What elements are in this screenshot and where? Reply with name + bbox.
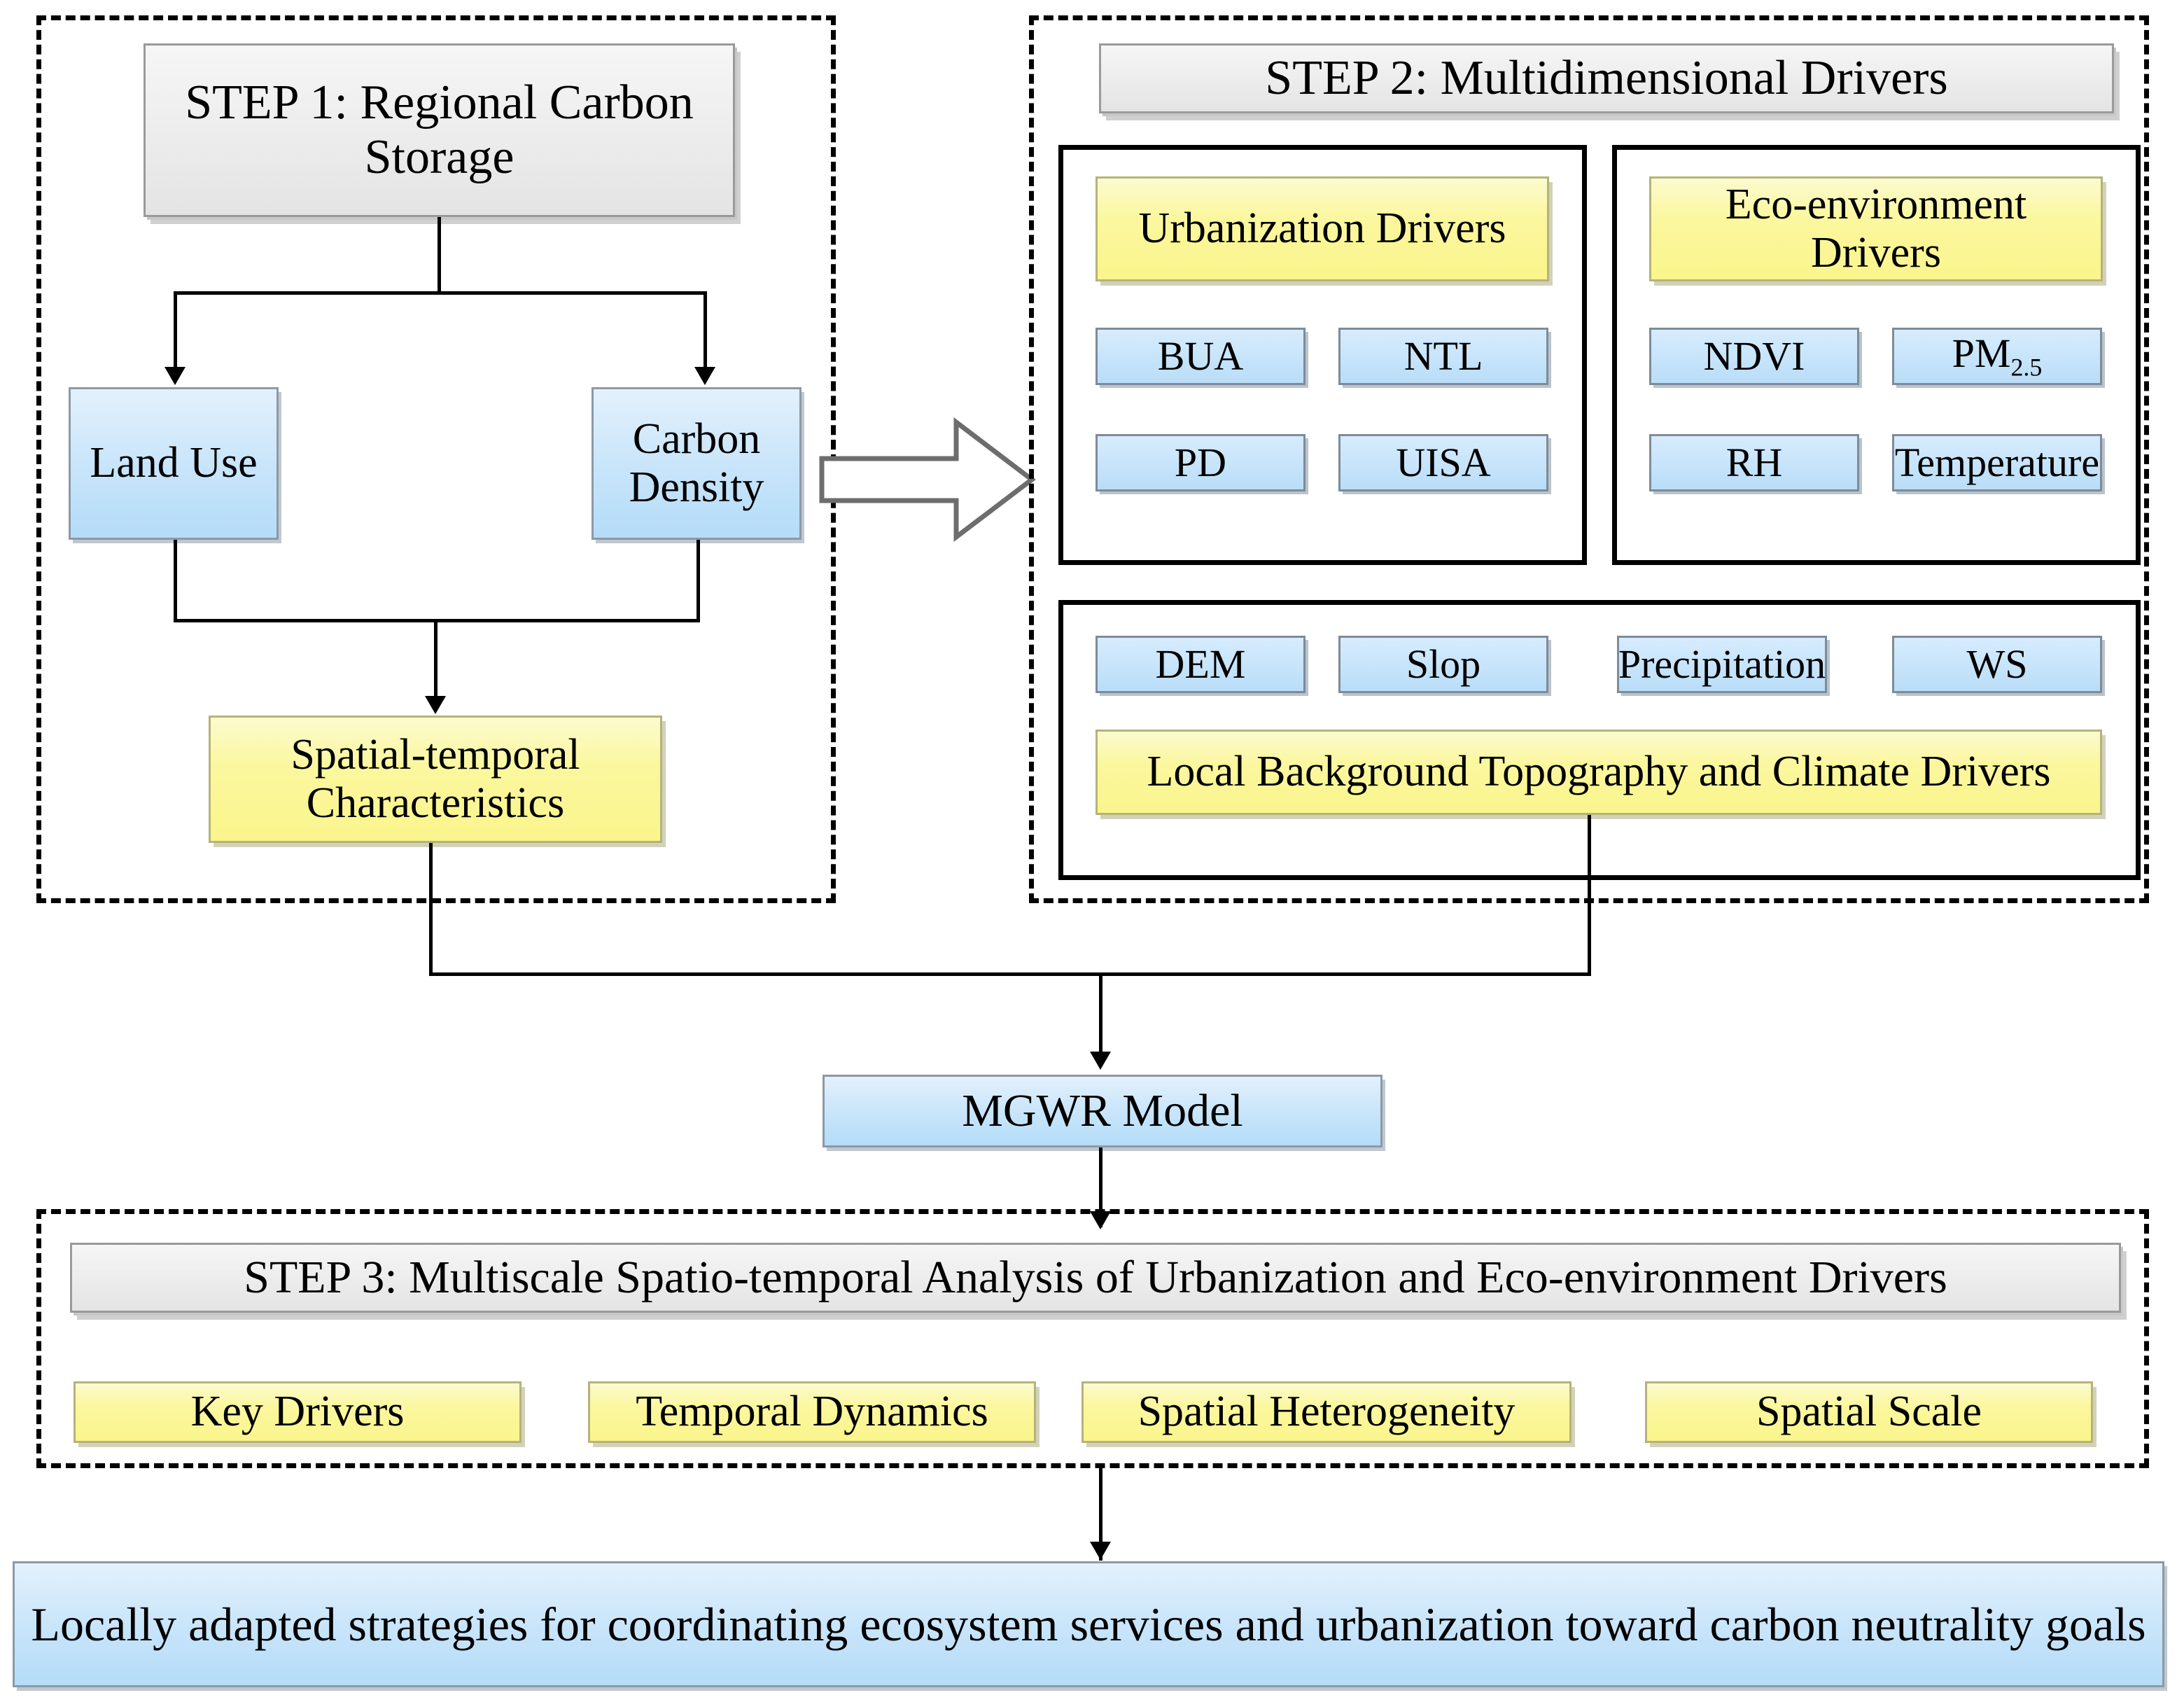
node-precipitation: Precipitation (1617, 636, 1827, 693)
arrowhead-conclusion (1090, 1542, 1111, 1560)
connector-mgwr-to-step3 (1099, 1148, 1102, 1227)
node-spatial-scale-label: Spatial Scale (1756, 1388, 1982, 1436)
node-precipitation-label: Precipitation (1618, 641, 1826, 687)
eco-environment-title-label: Eco-environment Drivers (1725, 180, 2027, 277)
node-mgwr-model-label: MGWR Model (962, 1085, 1243, 1137)
node-spatial-temporal-label: Spatial-temporal Characteristics (290, 730, 580, 827)
arrowhead-land-use (164, 367, 186, 385)
node-spatial-temporal: Spatial-temporal Characteristics (209, 716, 662, 843)
node-conclusion-banner: Locally adapted strategies for coordinat… (13, 1561, 2164, 1687)
block-arrow-step1-to-step2 (819, 417, 1036, 543)
connector-merge-down (434, 619, 438, 702)
node-pd: PD (1096, 434, 1306, 491)
node-slop-label: Slop (1406, 641, 1481, 687)
node-ws-label: WS (1966, 641, 2028, 687)
step2-header: STEP 2: Multidimensional Drivers (1099, 43, 2114, 113)
step3-header-label: STEP 3: Multiscale Spatio-temporal Analy… (244, 1252, 1947, 1304)
step1-header: STEP 1: Regional Carbon Storage (144, 43, 735, 217)
node-ntl-label: NTL (1404, 333, 1483, 379)
node-spatial-heterogeneity: Spatial Heterogeneity (1082, 1381, 1572, 1443)
urbanization-title-label: Urbanization Drivers (1138, 204, 1506, 253)
step3-container (36, 1209, 2149, 1468)
node-rh-label: RH (1726, 439, 1783, 485)
connector-step2-out (1588, 815, 1591, 976)
node-uisa-label: UISA (1396, 439, 1491, 485)
node-pm25: PM2.5 (1892, 328, 2102, 385)
arrowhead-mgwr (1090, 1052, 1111, 1070)
node-temporal-dynamics: Temporal Dynamics (588, 1381, 1036, 1443)
node-land-use: Land Use (69, 387, 279, 540)
node-bua-label: BUA (1157, 333, 1244, 379)
connector-to-carbon-density (704, 291, 707, 372)
node-land-use-label: Land Use (90, 439, 258, 487)
node-carbon-density-label: Carbon Density (629, 414, 764, 511)
arrowhead-spatial-temporal (425, 696, 446, 714)
node-slop: Slop (1338, 636, 1548, 693)
node-rh: RH (1649, 434, 1859, 491)
node-spatial-heterogeneity-label: Spatial Heterogeneity (1138, 1388, 1516, 1436)
local-background-title-label: Local Background Topography and Climate … (1147, 748, 2051, 796)
node-carbon-density: Carbon Density (592, 387, 802, 540)
node-uisa: UISA (1338, 434, 1548, 491)
connector-carbon-density-down (696, 540, 700, 622)
node-ws: WS (1892, 636, 2102, 693)
node-temperature: Temperature (1892, 434, 2102, 491)
node-mgwr-model: MGWR Model (822, 1075, 1382, 1148)
node-dem: DEM (1096, 636, 1306, 693)
connector-step1-out (429, 843, 433, 976)
node-ndvi-label: NDVI (1703, 333, 1805, 379)
connector-step1-header-down (438, 217, 441, 294)
connector-step3-to-conclusion (1099, 1468, 1102, 1561)
step3-header: STEP 3: Multiscale Spatio-temporal Analy… (70, 1243, 2121, 1313)
node-pm25-label: PM2.5 (1952, 330, 2043, 382)
node-ndvi: NDVI (1649, 328, 1859, 385)
node-conclusion-label: Locally adapted strategies for coordinat… (31, 1597, 2146, 1651)
node-spatial-scale: Spatial Scale (1645, 1381, 2093, 1443)
node-key-drivers-label: Key Drivers (190, 1388, 405, 1436)
node-eco-environment-drivers-title: Eco-environment Drivers (1649, 176, 2103, 281)
node-temperature-label: Temperature (1894, 439, 2100, 485)
connector-bus-to-mgwr (1099, 972, 1102, 1056)
connector-step1-split (174, 291, 706, 295)
connector-junction-bus (429, 972, 1591, 976)
arrowhead-carbon-density (694, 367, 715, 385)
node-key-drivers: Key Drivers (74, 1381, 522, 1443)
pm-subscript: 2.5 (2010, 353, 2043, 382)
node-bua: BUA (1096, 328, 1306, 385)
step2-header-label: STEP 2: Multidimensional Drivers (1265, 50, 1948, 105)
node-urbanization-drivers-title: Urbanization Drivers (1096, 176, 1549, 281)
node-local-background-title: Local Background Topography and Climate … (1096, 730, 2102, 815)
connector-to-land-use (174, 291, 177, 372)
pm-base: PM (1952, 330, 2011, 377)
node-temporal-dynamics-label: Temporal Dynamics (636, 1388, 988, 1436)
arrowhead-step3 (1090, 1211, 1111, 1229)
node-dem-label: DEM (1155, 641, 1246, 687)
node-pd-label: PD (1174, 439, 1227, 485)
node-ntl: NTL (1338, 328, 1548, 385)
step1-header-label: STEP 1: Regional Carbon Storage (185, 75, 694, 184)
connector-land-use-down (174, 540, 177, 622)
